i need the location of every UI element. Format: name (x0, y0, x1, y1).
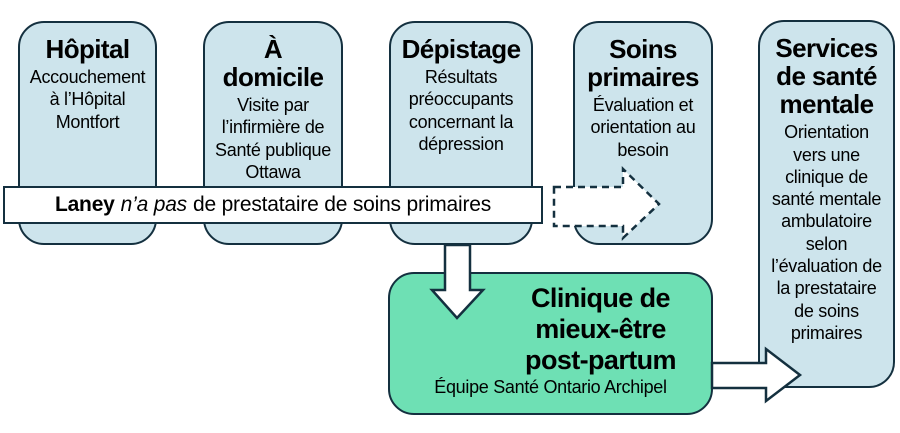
stage-a-domicile-description: Visite par l’infirmière de Santé publiqu… (215, 95, 331, 183)
patient-name: Laney (54, 193, 115, 216)
stage-services-sante-mentale: Services de santé mentale Orientation ve… (758, 20, 895, 388)
stage-a-domicile-title: À domicile (222, 34, 324, 93)
clinic-subtitle: Équipe Santé Ontario Archipel (434, 377, 667, 398)
clinic-mieux-etre-box: Clinique de mieux-être post-partum Équip… (388, 272, 713, 415)
stage-soins-primaires-description: Évaluation et orientation au besoin (590, 95, 696, 160)
banner-text: de prestataire de soins primaires (192, 193, 492, 216)
stage-soins-primaires-title: Soins primaires (587, 34, 699, 93)
stage-hopital-description: Accouchement à l’Hôpital Montfort (29, 67, 146, 132)
stage-depistage: Dépistage Résultats préoccupants concern… (389, 21, 533, 245)
clinic-title: Clinique de mieux-être post-partum (525, 283, 677, 376)
stage-services-sante-mentale-title: Services de santé mentale (775, 33, 878, 120)
banner-emphasis: n’a pas (120, 193, 188, 216)
stage-depistage-title: Dépistage (401, 34, 521, 64)
stage-hopital-title: Hôpital (45, 34, 131, 64)
stage-soins-primaires: Soins primaires Évaluation et orientatio… (573, 21, 713, 245)
stage-services-sante-mentale-description: Orientation vers une clinique de santé m… (771, 122, 882, 344)
stage-depistage-description: Résultats préoccupants concernant la dép… (408, 67, 514, 155)
no-primary-care-banner: Laney n’a pas de prestataire de soins pr… (3, 186, 543, 224)
